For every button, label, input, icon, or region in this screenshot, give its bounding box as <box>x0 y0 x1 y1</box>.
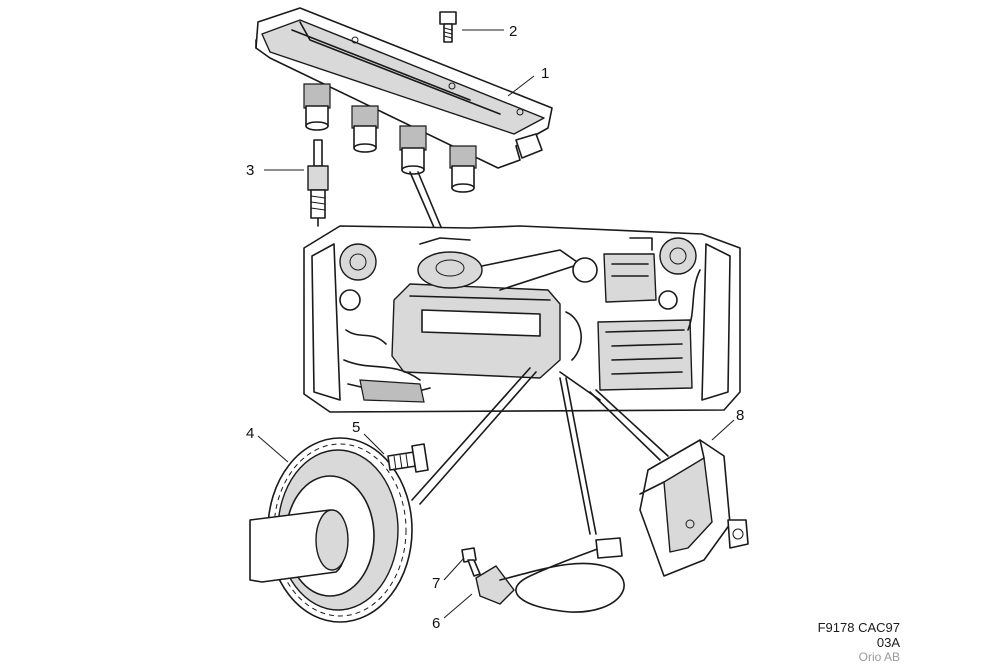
callout-7: 7 <box>432 575 440 592</box>
coil-tower-4 <box>449 145 477 193</box>
callout-2: 2 <box>509 23 517 40</box>
drawing-code: F9178 CAC97 <box>817 620 900 635</box>
callout-3: 3 <box>246 162 254 179</box>
spark-plug <box>307 139 329 227</box>
revision-code: 03A <box>876 635 900 650</box>
ignition-cassette <box>255 7 553 193</box>
flywheel-bolt <box>387 443 429 473</box>
copyright: Orio AB <box>858 650 900 664</box>
sensor-screw <box>461 547 481 577</box>
engine-bay <box>303 225 741 413</box>
callout-4: 4 <box>246 425 254 442</box>
crankshaft-sensor <box>475 537 625 613</box>
callout-5: 5 <box>352 419 360 436</box>
callout-1: 1 <box>541 65 549 82</box>
cassette-screw <box>439 11 457 43</box>
coil-tower-2 <box>351 105 379 153</box>
callout-8: 8 <box>736 407 744 424</box>
coil-tower-1 <box>303 83 331 131</box>
callout-6: 6 <box>432 615 440 632</box>
sensor-bracket <box>639 439 749 577</box>
flywheel <box>249 437 413 623</box>
coil-tower-3 <box>399 125 427 175</box>
